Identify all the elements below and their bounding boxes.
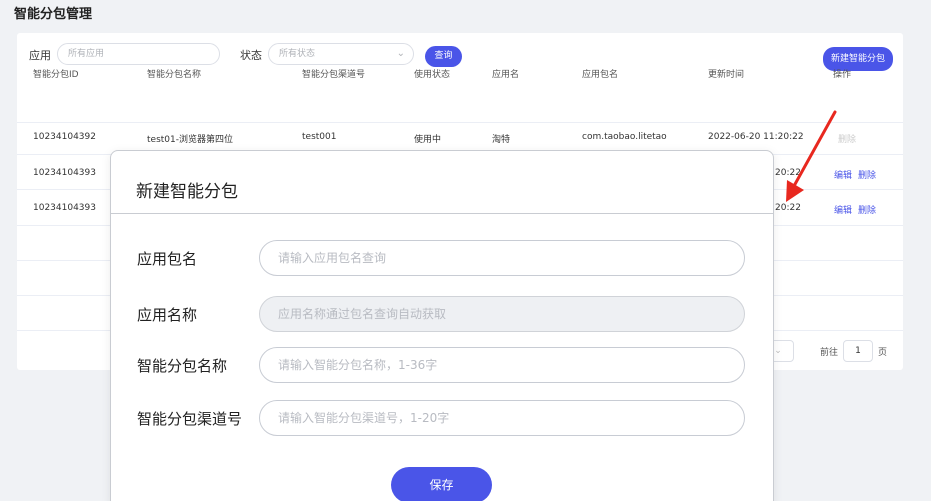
status-filter-label: 状态 — [240, 49, 262, 62]
app-filter-label: 应用 — [29, 49, 51, 62]
th-time: 更新时间 — [708, 70, 745, 80]
edit-link[interactable]: 编辑 — [834, 171, 853, 181]
th-package: 应用包名 — [582, 70, 619, 80]
header-divider — [17, 122, 903, 123]
cell-id: 10234104393 — [33, 168, 96, 178]
th-app: 应用名 — [492, 70, 520, 80]
save-button[interactable]: 保存 — [391, 467, 492, 501]
app-name-label: 应用名称 — [137, 306, 198, 324]
page-title: 智能分包管理 — [14, 7, 93, 22]
channel-code-label: 智能分包渠道号 — [137, 410, 243, 428]
cell-app: 淘特 — [492, 135, 511, 145]
package-name-label: 应用包名 — [137, 250, 198, 268]
edit-link[interactable]: 编辑 — [834, 206, 853, 216]
modal-title: 新建智能分包 — [136, 182, 238, 202]
channel-code-input[interactable]: 请输入智能分包渠道号，1-20字 — [259, 400, 745, 436]
delete-link[interactable]: 删除 — [858, 206, 877, 216]
smart-package-name-input[interactable]: 请输入智能分包名称，1-36字 — [259, 347, 745, 383]
app-filter-placeholder: 所有应用 — [68, 49, 105, 59]
delete-link[interactable]: 删除 — [858, 171, 877, 181]
th-status: 使用状态 — [414, 70, 451, 80]
query-button[interactable]: 查询 — [425, 46, 462, 67]
status-filter-select[interactable]: 所有状态 ⌄ — [268, 43, 414, 65]
smart-package-name-label: 智能分包名称 — [137, 357, 228, 375]
cell-channel: test001 — [302, 132, 337, 142]
chevron-down-icon: ⌄ — [774, 346, 782, 356]
th-channel: 智能分包渠道号 — [302, 70, 366, 80]
delete-link[interactable]: 删除 — [838, 135, 857, 145]
modal-divider — [111, 213, 773, 214]
th-id: 智能分包ID — [33, 70, 79, 80]
cell-name: test01-浏览器第四位 — [147, 135, 233, 145]
cell-id: 10234104392 — [33, 132, 96, 142]
goto-page-input[interactable]: 1 — [843, 340, 873, 362]
red-arrow-icon — [786, 110, 837, 202]
cell-time: 2022-06-20 11:20:22 — [708, 132, 804, 142]
status-filter-placeholder: 所有状态 — [279, 49, 316, 59]
app-name-input: 应用名称通过包名查询自动获取 — [259, 296, 745, 332]
th-actions: 操作 — [833, 70, 852, 80]
package-name-input[interactable]: 请输入应用包名查询 — [259, 240, 745, 276]
goto-label: 前往 — [820, 348, 839, 358]
create-package-modal: 新建智能分包 应用包名 请输入应用包名查询 应用名称 应用名称通过包名查询自动获… — [110, 150, 774, 501]
chevron-down-icon: ⌄ — [396, 48, 405, 59]
app-filter-input[interactable]: 所有应用 — [57, 43, 220, 65]
cell-package: com.taobao.litetao — [582, 132, 667, 142]
th-name: 智能分包名称 — [147, 70, 202, 80]
cell-status: 使用中 — [414, 135, 442, 145]
cell-time: 20:22 — [775, 168, 801, 178]
page-unit-label: 页 — [878, 348, 888, 358]
cell-time: 20:22 — [775, 203, 801, 213]
create-package-button[interactable]: 新建智能分包 — [823, 47, 893, 71]
cell-id: 10234104393 — [33, 203, 96, 213]
